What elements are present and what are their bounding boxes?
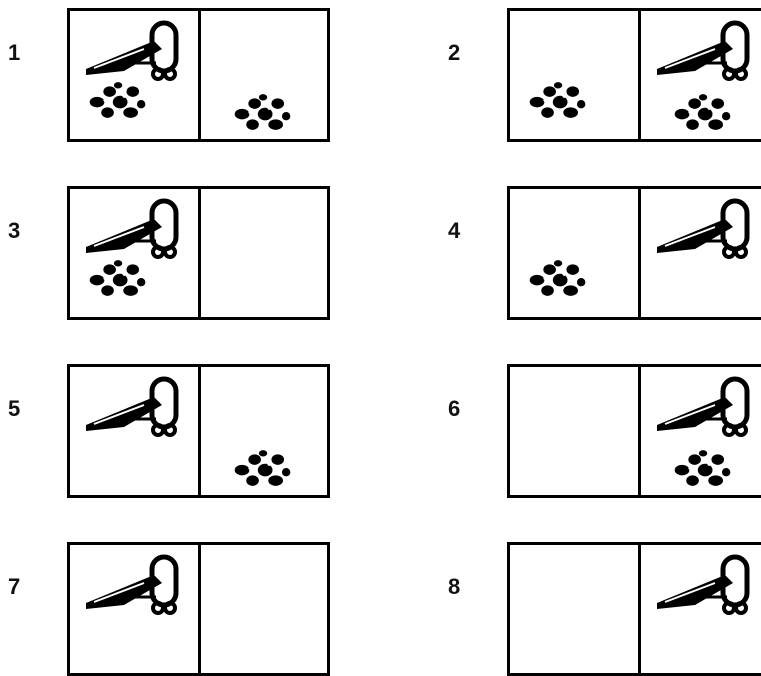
dirt-icon [526, 257, 588, 299]
left-room [70, 367, 198, 497]
two-room-world [507, 542, 761, 676]
right-room [198, 189, 327, 319]
dirt-icon [86, 257, 148, 299]
right-room [638, 545, 761, 675]
state-number-label: 4 [448, 218, 478, 244]
state-number-label: 3 [8, 218, 38, 244]
left-room [510, 189, 638, 319]
two-room-world [507, 364, 761, 498]
two-room-world [67, 8, 330, 142]
vacuum-cleaner-icon [649, 375, 761, 437]
dirt-icon [526, 79, 588, 121]
state-number-label: 7 [8, 574, 38, 600]
state-number-label: 8 [448, 574, 478, 600]
right-room [198, 545, 327, 675]
vacuum-cleaner-icon [649, 197, 761, 259]
state-number-label: 2 [448, 40, 478, 66]
right-room [638, 367, 761, 497]
dirt-icon [671, 447, 733, 489]
left-room [70, 11, 198, 141]
right-room [638, 11, 761, 141]
vacuum-cleaner-icon [78, 19, 190, 81]
two-room-world [507, 186, 761, 320]
vacuum-cleaner-icon [649, 19, 761, 81]
right-room [638, 189, 761, 319]
two-room-world [67, 364, 330, 498]
right-room [198, 367, 327, 497]
left-room [70, 545, 198, 675]
dirt-icon [231, 91, 293, 133]
dirt-icon [671, 91, 733, 133]
vacuum-cleaner-icon [78, 553, 190, 615]
dirt-icon [86, 79, 148, 121]
dirt-icon [231, 447, 293, 489]
vacuum-cleaner-icon [649, 553, 761, 615]
two-room-world [67, 542, 330, 676]
left-room [70, 189, 198, 319]
left-room [510, 11, 638, 141]
two-room-world [67, 186, 330, 320]
left-room [510, 545, 638, 675]
state-number-label: 1 [8, 40, 38, 66]
state-number-label: 5 [8, 396, 38, 422]
left-room [510, 367, 638, 497]
vacuum-cleaner-icon [78, 375, 190, 437]
state-number-label: 6 [448, 396, 478, 422]
right-room [198, 11, 327, 141]
vacuum-cleaner-icon [78, 197, 190, 259]
two-room-world [507, 8, 761, 142]
